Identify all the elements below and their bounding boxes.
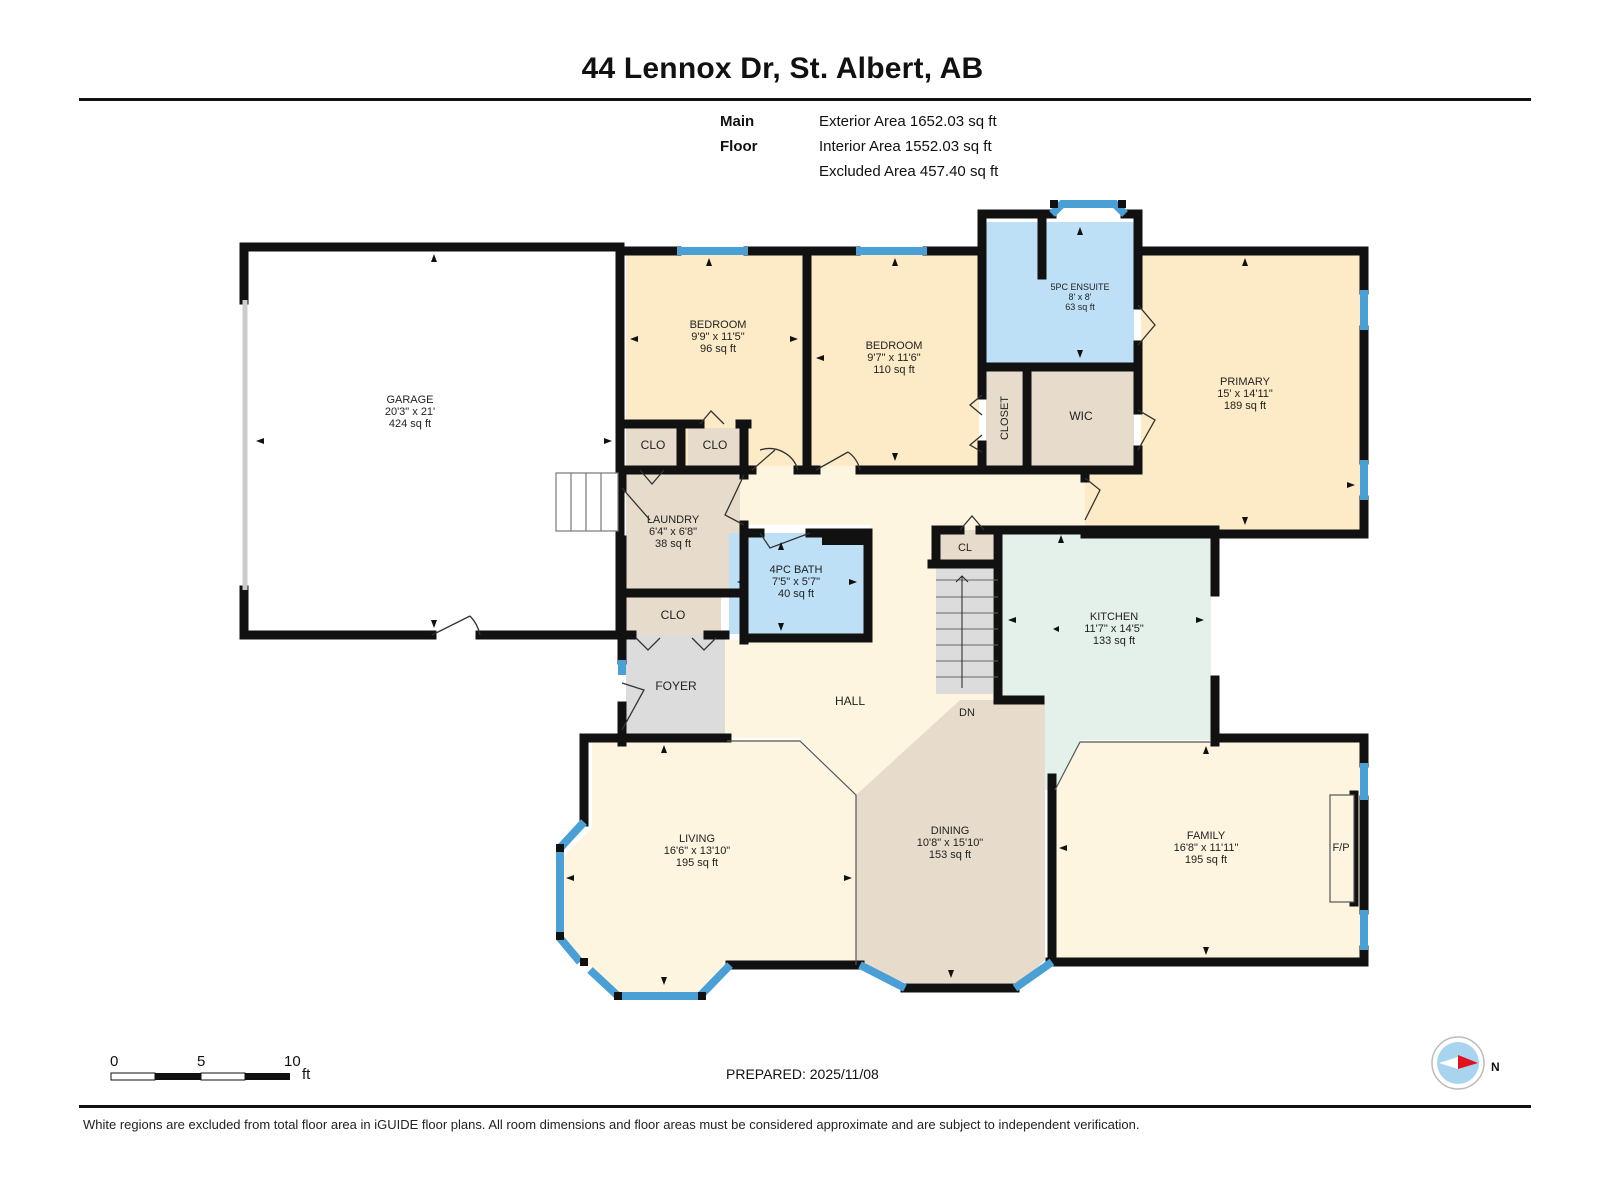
window-joints [556,200,1126,1000]
dining-fill [856,700,1045,983]
garage-name: GARAGE [386,394,433,406]
foyer-fill [626,635,725,738]
kitchen-area: 133 sq ft [1093,635,1135,647]
scale-bar [110,1072,290,1081]
ensuite-name: 5PC ENSUITE [1050,282,1109,292]
compass-icon [1431,1036,1485,1090]
dining-dims: 10'8" x 15'10" [917,837,984,849]
ensuite-area: 63 sq ft [1065,302,1095,312]
bedroom2-name: BEDROOM [866,340,923,352]
bath-area: 40 sq ft [778,588,814,600]
stair-treads [936,575,998,688]
exterior-area: Exterior Area 1652.03 sq ft [819,113,997,130]
garage-dims: 20'3" x 21' [385,406,435,418]
header-divider [79,98,1531,101]
ensuite-dims: 8' x 8' [1069,292,1092,302]
clo2-name: CLO [703,438,728,452]
primary-name: PRIMARY [1220,376,1271,388]
dining-name: DINING [931,825,970,837]
laundry-name: LAUNDRY [647,514,700,526]
kitchen-name: KITCHEN [1090,611,1138,623]
windows [556,200,1368,1000]
family-name: FAMILY [1187,830,1226,842]
bedroom1-dims: 9'9" x 11'5" [691,331,744,343]
walls [239,209,1369,993]
scale-tick-0: 0 [110,1053,119,1070]
ensuite-fill [986,222,1134,364]
room-fills [244,222,1360,993]
clo1-name: CLO [641,438,666,452]
fireplace-label: F/P [1332,842,1349,854]
cl-fill [936,530,993,564]
closet-fill [986,371,1022,466]
hall-name: HALL [835,694,865,708]
living-name: LIVING [679,833,715,845]
page-title: 44 Lennox Dr, St. Albert, AB [581,52,984,85]
living-area: 195 sq ft [676,857,718,869]
scale-unit: ft [302,1066,311,1083]
floor-name: Main Floor [720,113,758,155]
room-labels: GARAGE 20'3" x 21' 424 sq ft BEDROOM 9'9… [385,282,1350,869]
clo2-fill [688,428,743,466]
bedroom2-dims: 9'7" x 11'6" [867,352,920,364]
thin-lines [727,740,1355,965]
kitchen-dims: 11'7" x 14'5" [1084,623,1144,635]
clo3-name: CLO [661,608,686,622]
bath-dims: 7'5" x 5'7" [772,576,820,588]
kitchen-fill [1002,531,1211,790]
doors [431,304,1156,731]
compass-north-label: N [1491,1060,1500,1074]
footer-divider [79,1105,1531,1108]
excluded-area: Excluded Area 457.40 sq ft [819,163,999,180]
scale-tick-10: 10 [284,1053,301,1070]
laundry-area: 38 sq ft [655,538,691,550]
living-dims: 16'6" x 13'10" [664,845,731,857]
garage-fill [244,247,616,635]
bedroom2-fill [811,255,979,466]
family-fill [1055,742,1360,958]
wic-name: WIC [1069,409,1093,423]
bedroom1-area: 96 sq ft [700,343,736,355]
primary-fill [1141,255,1360,530]
wic-fill [1031,371,1134,466]
family-dims: 16'8" x 11'11" [1174,842,1239,854]
laundry-dims: 6'4" x 6'8" [649,526,697,538]
interior-area: Interior Area 1552.03 sq ft [819,138,992,155]
clo3-fill [626,597,721,635]
closet-name: CLOSET [999,396,1011,440]
bedroom1-name: BEDROOM [690,319,747,331]
garage-steps [555,472,619,532]
bedroom2-area: 110 sq ft [873,364,914,376]
disclaimer-text: White regions are excluded from total fl… [83,1117,1140,1132]
foyer-name: FOYER [655,679,697,693]
bath-fill [729,533,864,634]
laundry-fill [626,466,740,590]
dining-area: 153 sq ft [929,849,971,861]
bath-name: 4PC BATH [770,564,823,576]
living-fill [562,740,856,993]
cl-name: CL [958,542,972,554]
family-area: 195 sq ft [1185,854,1227,866]
scale-tick-5: 5 [197,1053,206,1070]
primary-area: 189 sq ft [1224,400,1266,412]
stairs-dn-label: DN [959,707,975,719]
garage-area: 424 sq ft [389,418,431,430]
primary-fill-ext [1085,466,1145,530]
primary-dims: 15' x 14'11" [1217,388,1273,400]
clo1-fill [626,428,681,466]
prepared-date: PREPARED: 2025/11/08 [726,1066,879,1082]
dimension-arrowheads [256,227,1355,985]
